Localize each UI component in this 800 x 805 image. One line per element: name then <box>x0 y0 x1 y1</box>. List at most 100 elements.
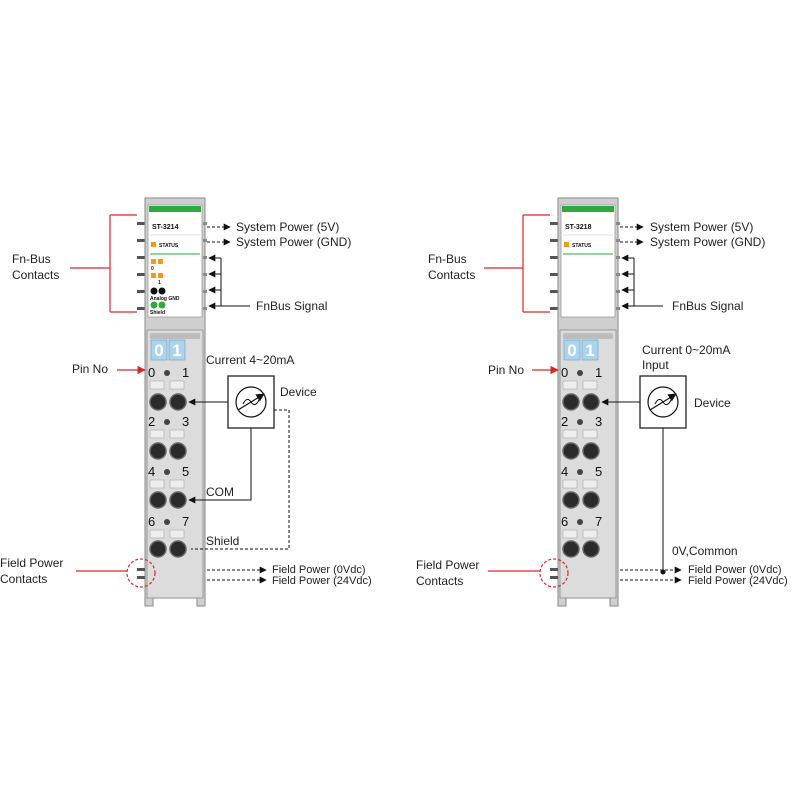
right-pin-label-3: 3 <box>595 414 602 429</box>
left-field-24v: Field Power (24Vdc) <box>272 575 372 587</box>
left-field-label-2: Contacts <box>0 572 47 586</box>
right-model-label: ST-3218 <box>565 224 592 231</box>
left-analog-dot-a <box>150 287 158 295</box>
right-status-label: STATUS <box>572 243 592 249</box>
left-pin-label-0: 0 <box>148 365 155 380</box>
left-terminal-1 <box>169 393 187 411</box>
left-shield-label: Shield <box>150 310 165 316</box>
right-field-0v: Field Power (0Vdc) <box>688 564 782 576</box>
right-terminal-6 <box>562 540 580 558</box>
left-terminal-0 <box>149 393 167 411</box>
left-pins: 0 1 2 3 4 5 6 7 <box>148 365 189 558</box>
right-pins: 0 1 2 3 4 5 6 7 <box>561 365 602 558</box>
left-pin-label-3: 3 <box>182 414 189 429</box>
right-green-bar <box>562 206 614 212</box>
left-led-ch0b <box>158 259 163 264</box>
right-field-24v: Field Power (24Vdc) <box>688 575 788 587</box>
right-terminal-5 <box>582 491 600 509</box>
left-field-contacts <box>137 568 145 579</box>
left-terminal-5 <box>169 491 187 509</box>
left-status-label: STATUS <box>159 243 179 249</box>
right-device-symbol <box>647 386 679 418</box>
left-led-ch1b <box>158 273 163 278</box>
right-pin-label-5: 5 <box>595 464 602 479</box>
left-shield-dot-b <box>158 301 166 309</box>
left-led-ch1 <box>151 273 156 278</box>
left-bus-contacts <box>137 222 145 310</box>
left-sys-power-5v: System Power (5V) <box>236 220 339 234</box>
right-status-led <box>564 242 569 247</box>
left-fnbus-label-1: Fn-Bus <box>12 252 51 266</box>
left-label-panel <box>147 204 203 318</box>
right-pin-label-6: 6 <box>561 514 568 529</box>
left-fnbus-label-2: Contacts <box>12 268 59 282</box>
left-digit-0: 0 <box>154 341 163 360</box>
right-annotations: Fn-Bus Contacts System Power (5V) System… <box>416 214 788 588</box>
right-field-label-1: Field Power <box>416 558 479 572</box>
left-model-label: ST-3214 <box>152 224 179 231</box>
right-terminal-block <box>559 329 617 599</box>
left-status-led <box>151 242 156 247</box>
right-fnbus-bracket <box>484 214 550 313</box>
right-digit-0: 0 <box>567 341 576 360</box>
right-terminal-1 <box>582 393 600 411</box>
left-green-bar <box>149 206 201 212</box>
right-field-contacts <box>550 568 558 579</box>
right-terminal-3 <box>582 442 600 460</box>
right-terminal-0 <box>562 393 580 411</box>
right-sys-power-5v: System Power (5V) <box>650 220 753 234</box>
right-bus-contacts <box>550 222 558 310</box>
left-device-label: Device <box>280 385 317 399</box>
left-digit-plate-1 <box>168 339 186 361</box>
right-terminal-7 <box>582 540 600 558</box>
left-pin-label-7: 7 <box>182 514 189 529</box>
left-fnbus-signal: FnBus Signal <box>256 299 327 313</box>
right-pin-label-0: 0 <box>561 365 568 380</box>
right-field-label-2: Contacts <box>416 574 463 588</box>
right-fnbus-signal: FnBus Signal <box>672 299 743 313</box>
left-field-0v: Field Power (0Vdc) <box>272 564 366 576</box>
right-terminal-2 <box>562 442 580 460</box>
left-terminal-3 <box>169 442 187 460</box>
left-pin-label-2: 2 <box>148 414 155 429</box>
right-pin-label-4: 4 <box>561 464 568 479</box>
right-field-circle <box>539 558 569 588</box>
left-terminal-4 <box>149 491 167 509</box>
right-current-label-2: Input <box>642 358 669 372</box>
left-sys-power-gnd: System Power (GND) <box>236 235 351 249</box>
left-analog-dot-b <box>158 287 166 295</box>
left-digit-plate-0 <box>150 339 168 361</box>
right-fnbus-label-2: Contacts <box>428 268 475 282</box>
left-pin-label-5: 5 <box>182 464 189 479</box>
right-digit-plate-1 <box>581 339 599 361</box>
left-led-ch0 <box>151 259 156 264</box>
left-led-label-0: 0 <box>151 266 154 272</box>
left-field-circle <box>126 558 156 588</box>
left-terminal-2 <box>149 442 167 460</box>
left-terminal-block <box>146 329 204 599</box>
left-field-label-1: Field Power <box>0 556 63 570</box>
right-sys-power-gnd: System Power (GND) <box>650 235 765 249</box>
left-pin-label-6: 6 <box>148 514 155 529</box>
left-annotations: Fn-Bus Contacts System Power (5V) System… <box>0 214 372 588</box>
left-fnbus-bracket <box>70 214 137 313</box>
left-pin-label-1: 1 <box>182 365 189 380</box>
left-shield-dot-a <box>150 301 158 309</box>
right-terminal-4 <box>562 491 580 509</box>
right-module: ST-3218 STATUS 0 1 0 1 2 3 4 5 <box>550 197 620 607</box>
right-pin-no: Pin No <box>488 363 524 377</box>
right-pin-label-7: 7 <box>595 514 602 529</box>
left-module: ST-3214 STATUS 0 1 Analog GND Shield 0 1… <box>137 197 207 607</box>
left-digit-1: 1 <box>172 341 181 360</box>
left-terminal-6 <box>149 540 167 558</box>
left-pin-label-4: 4 <box>148 464 155 479</box>
right-digit-1: 1 <box>585 341 594 360</box>
left-terminal-7 <box>169 540 187 558</box>
left-analog-label: Analog GND <box>150 296 180 302</box>
left-current-label: Current 4~20mA <box>206 353 294 367</box>
right-digit-plate-0 <box>563 339 581 361</box>
right-current-label-1: Current 0~20mA <box>642 343 730 357</box>
left-device-symbol <box>235 386 267 418</box>
left-com-label: COM <box>206 485 234 499</box>
